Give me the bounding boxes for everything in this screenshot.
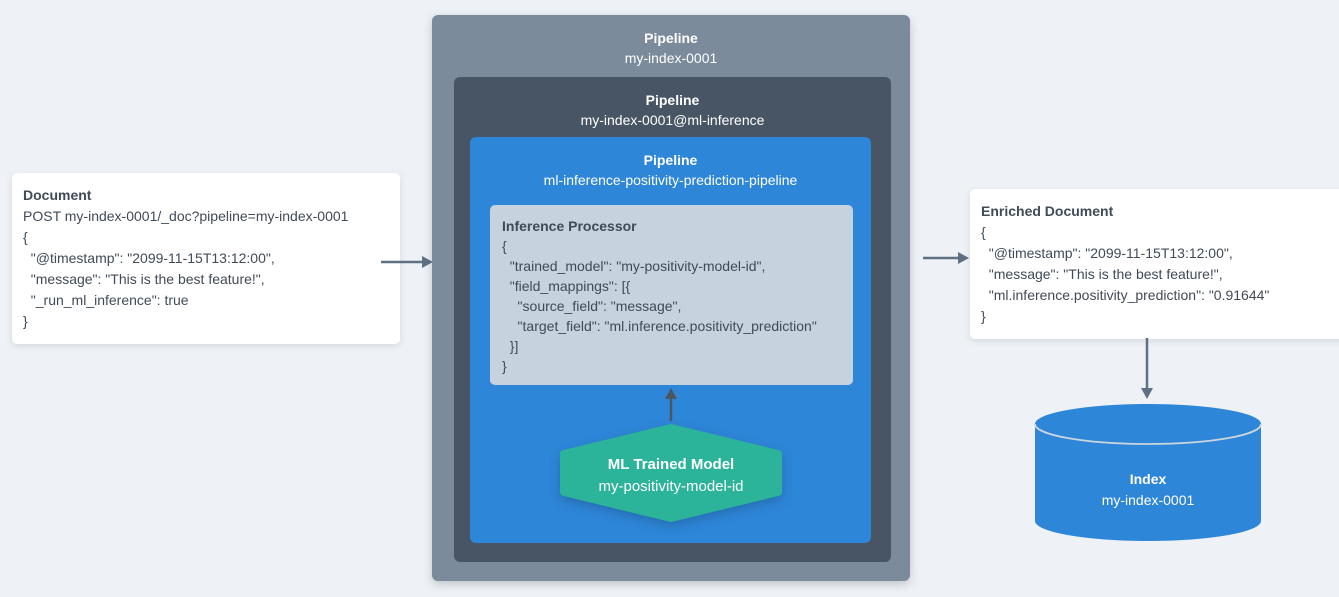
code-line: POST my-index-0001/_doc?pipeline=my-inde…: [23, 208, 349, 224]
code-line: "field_mappings": [{: [502, 278, 631, 294]
enriched-document-card: Enriched Document { "@timestamp": "2099-…: [970, 189, 1339, 339]
arrow-right-icon: [381, 256, 433, 268]
inference-processor-title: Inference Processor: [502, 218, 637, 234]
pipeline-ml-inference-header: Pipeline my-index-0001@ml-inference: [454, 77, 891, 130]
index-label: Index: [1129, 470, 1167, 487]
inference-processor-block: Inference Processor { "trained_model": "…: [490, 205, 853, 385]
index-node: Index my-index-0001: [1033, 402, 1263, 543]
ml-trained-model-text: ML Trained Model my-positivity-model-id: [560, 424, 782, 522]
code-line: {: [981, 224, 986, 240]
document-card-body: POST my-index-0001/_doc?pipeline=my-inde…: [23, 206, 389, 332]
ml-trained-model-node: ML Trained Model my-positivity-model-id: [560, 424, 782, 522]
index-text: Index my-index-0001: [1033, 402, 1263, 543]
index-name: my-index-0001: [1101, 491, 1195, 508]
code-line: "message": "This is the best feature!",: [981, 266, 1223, 282]
database-cylinder-icon: [1034, 404, 1262, 541]
ml-trained-model-name: my-positivity-model-id: [598, 478, 744, 495]
code-line: "source_field": "message",: [502, 298, 682, 314]
document-card: Document POST my-index-0001/_doc?pipelin…: [12, 173, 400, 344]
code-line: "message": "This is the best feature!",: [23, 271, 265, 287]
code-line: {: [502, 238, 507, 254]
code-line: "@timestamp": "2099-11-15T13:12:00",: [23, 250, 275, 266]
pipeline-ml-inference-box: Pipeline my-index-0001@ml-inference Pipe…: [454, 77, 891, 562]
enriched-document-body: { "@timestamp": "2099-11-15T13:12:00", "…: [981, 222, 1339, 327]
code-line: }: [502, 358, 507, 374]
code-line: }]: [502, 338, 519, 354]
ml-trained-model-label: ML Trained Model: [607, 456, 735, 473]
pipeline-ml-inference-name: my-index-0001@ml-inference: [580, 112, 765, 128]
code-line: "_run_ml_inference": true: [23, 292, 189, 308]
code-line: }: [23, 313, 28, 329]
arrow-up-icon: [665, 388, 677, 421]
pipeline-outer-header: Pipeline my-index-0001: [432, 15, 910, 68]
pipeline-outer-label: Pipeline: [644, 30, 698, 46]
enriched-document-title: Enriched Document: [981, 203, 1114, 219]
pipeline-inference-box: Pipeline ml-inference-positivity-predict…: [470, 137, 871, 543]
pipeline-inference-name: ml-inference-positivity-prediction-pipel…: [543, 172, 798, 188]
pipeline-inference-label: Pipeline: [643, 152, 698, 168]
code-line: {: [23, 229, 28, 245]
pipeline-outer-name: my-index-0001: [624, 50, 718, 66]
pipeline-outer-box: Pipeline my-index-0001 Pipeline my-index…: [432, 15, 910, 581]
code-line: "@timestamp": "2099-11-15T13:12:00",: [981, 245, 1233, 261]
hexagon-icon: [560, 424, 782, 522]
inference-processor-body: { "trained_model": "my-positivity-model-…: [502, 236, 841, 376]
pipeline-inference-header: Pipeline ml-inference-positivity-predict…: [470, 137, 871, 190]
arrow-right-icon: [923, 252, 969, 264]
arrow-down-icon: [1141, 338, 1153, 399]
code-line: "target_field": "ml.inference.positivity…: [502, 318, 817, 334]
code-line: }: [981, 308, 986, 324]
document-card-title: Document: [23, 187, 92, 203]
pipeline-ml-inference-label: Pipeline: [645, 92, 700, 108]
code-line: "trained_model": "my-positivity-model-id…: [502, 258, 766, 274]
code-line: "ml.inference.positivity_prediction": "0…: [981, 287, 1270, 303]
